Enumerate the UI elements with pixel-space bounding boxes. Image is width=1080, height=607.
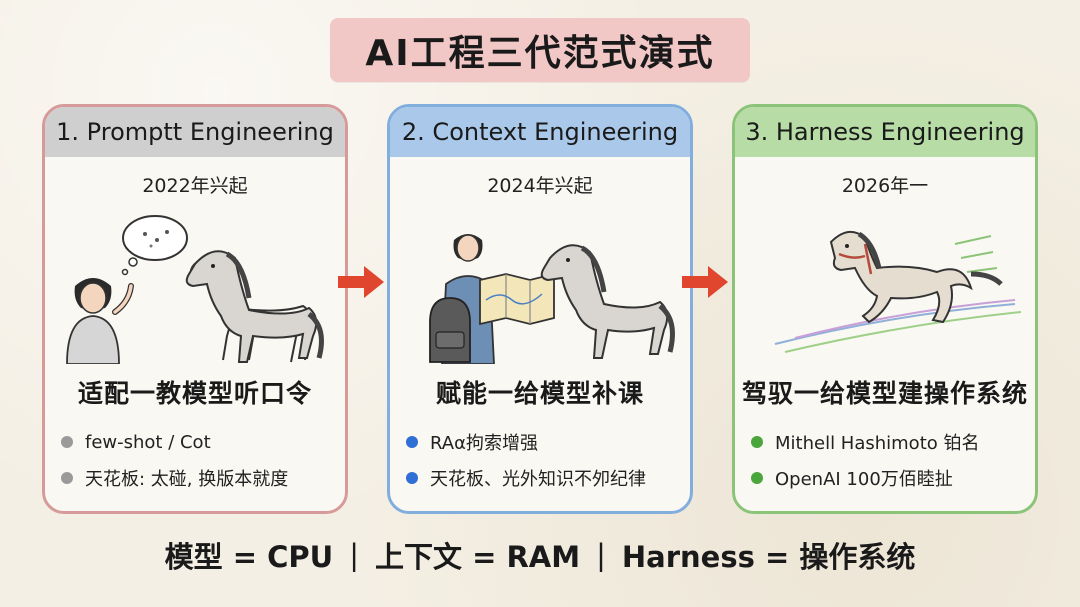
panel-context-engineering: 2. Context Engineering 2024年兴起 [387,104,693,514]
panel-year: 2026年一 [841,175,929,197]
bullet-text: RAα拘索增强 [430,433,538,454]
footer-separator: | [349,538,359,572]
bullet-dot-icon [61,472,73,484]
footer-separator: | [596,538,606,572]
bullet-text: few-shot / Cot [85,431,211,453]
panel-subtitle: 适配一教模型听口令 [77,379,312,408]
list-item: OpenAI 100万佰睦扯 [751,460,1035,496]
bullet-list: few-shot / Cot 天花板: 太碰, 换版本就度 [45,424,345,496]
bullet-text: 天花板、光外知识不夘纪律 [430,469,646,490]
illustration-prompt [45,204,345,364]
bullet-dot-icon [406,472,418,484]
page-title: AI工程三代范式演式 [365,33,715,74]
bullet-dot-icon [751,472,763,484]
panel-header: 3. Harness Engineering [735,107,1035,157]
panel-year: 2024年兴起 [487,175,593,197]
map-icon [479,272,555,326]
bullet-list: RAα拘索增强 天花板、光外知识不夘纪律 [390,424,690,496]
panel-year: 2022年兴起 [142,175,248,197]
bullet-text: Mithell Hashimoto 铂名 [775,433,980,454]
panel-subtitle: 驾驭一给模型建操作系统 [741,379,1028,408]
bullet-dot-icon [61,436,73,448]
footer-part-harness: Harness = 操作系统 [621,540,916,574]
horse-icon [185,250,324,363]
panel-subtitle: 赋能一给模型补课 [435,379,644,408]
arrow-right-icon [682,266,728,298]
list-item: 天花板: 太碰, 换版本就度 [61,460,345,496]
bullet-dot-icon [406,436,418,448]
list-item: 天花板、光外知识不夘纪律 [406,460,690,496]
speed-lines-icon [774,235,1022,353]
thought-bubble-icon [121,215,188,276]
panel-prompt-engineering: 1. Promptt Engineering 2022年兴起 [42,104,348,514]
list-item: few-shot / Cot [61,424,345,460]
bullet-list: Mithell Hashimoto 铂名 OpenAI 100万佰睦扯 [735,424,1035,496]
harness-horse-icon [829,231,1003,324]
list-item: Mithell Hashimoto 铂名 [751,424,1035,460]
illustration-harness [735,204,1035,364]
bullet-text: OpenAI 100万佰睦扯 [775,469,953,490]
arrow-right-icon [338,266,384,298]
backpack-icon [429,297,471,363]
list-item: RAα拘索增强 [406,424,690,460]
horse-icon [540,244,675,359]
footer-analogy: 模型 = CPU | 上下文 = RAM | Harness = 操作系统 [0,530,1080,580]
bullet-text: 天花板: 太碰, 换版本就度 [85,469,289,490]
panel-header: 2. Context Engineering [390,107,690,157]
bullet-dot-icon [751,436,763,448]
panel-header: 1. Promptt Engineering [45,107,345,157]
illustration-context [390,204,690,364]
title-banner: AI工程三代范式演式 [330,18,750,82]
person-icon [66,278,134,364]
footer-part-context: 上下文 = RAM [374,540,581,574]
footer-part-model: 模型 = CPU [164,540,334,574]
panel-harness-engineering: 3. Harness Engineering 2026年一 驾驭一给模型建操作系… [732,104,1038,514]
